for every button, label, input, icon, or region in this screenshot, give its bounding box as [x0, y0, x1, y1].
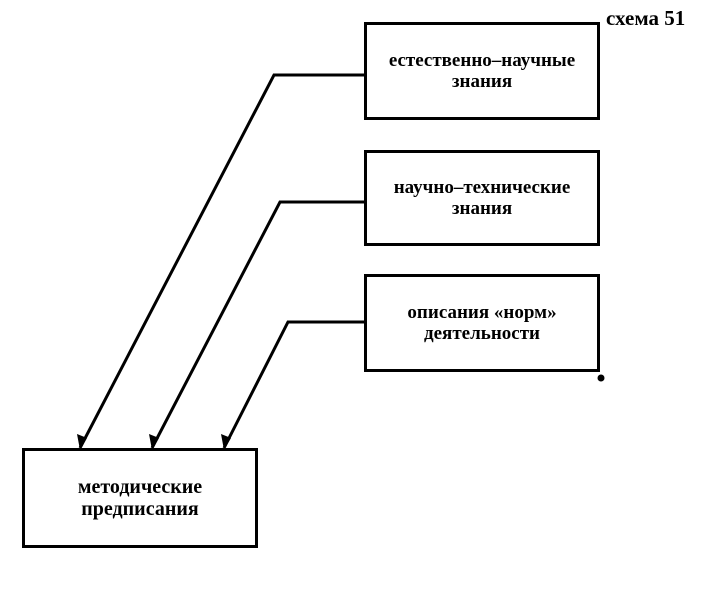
scheme-label: схема 51 [606, 6, 686, 30]
arrow-scientific-technical-to-methodical [150, 200, 364, 449]
arrow-natural-science-to-methodical [78, 73, 364, 449]
box-activity-norms-line2: деятельности [424, 323, 540, 344]
box-methodical-line1: методические [77, 476, 203, 498]
box-activity-norms: описания «норм» деятельности [364, 274, 600, 372]
box-methodical-line2: предписания [81, 498, 199, 520]
box-natural-science-line1: естественно–научные [388, 50, 576, 71]
arrowhead-2 [149, 434, 159, 450]
box-scientific-technical-knowledge: научно–технические знания [364, 150, 600, 246]
arrowhead-3 [221, 434, 231, 450]
corner-dot [597, 374, 605, 382]
box-methodical-prescriptions: методические предписания [22, 448, 258, 548]
arrow-norms-to-methodical [222, 320, 364, 449]
box-activity-norms-line1: описания «норм» [407, 302, 557, 323]
arrowhead-1 [77, 434, 87, 450]
box-natural-science-line2: знания [451, 71, 513, 92]
box-scientific-technical-line2: знания [451, 198, 513, 219]
box-natural-science-knowledge: естественно–научные знания [364, 22, 600, 120]
box-scientific-technical-line1: научно–технические [393, 177, 571, 198]
